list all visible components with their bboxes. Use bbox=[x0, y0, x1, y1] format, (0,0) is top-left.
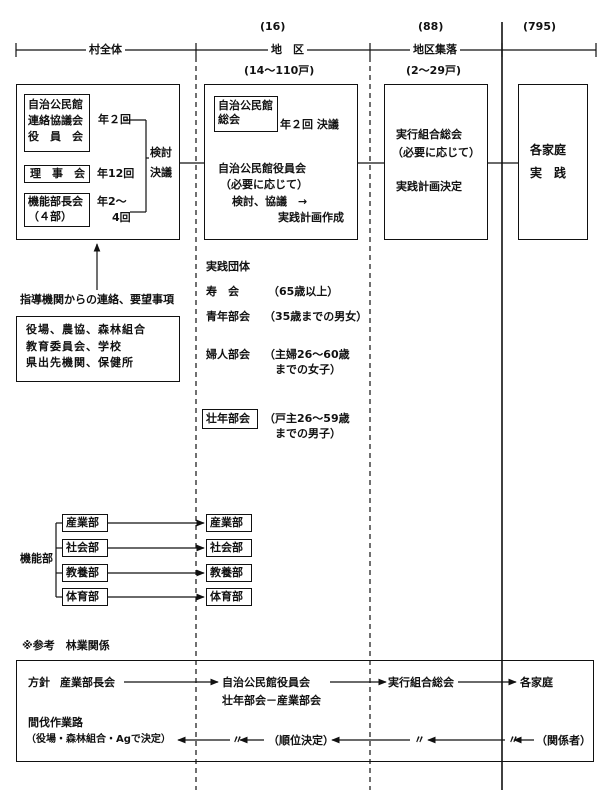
group-men-box bbox=[202, 409, 258, 429]
group-name-elderly: 寿 会 bbox=[206, 285, 239, 298]
general-meeting-box bbox=[214, 96, 278, 132]
count-settlement: (88) bbox=[418, 20, 444, 33]
ref-ranking: （順位決定） bbox=[268, 734, 334, 747]
decide: 決議 bbox=[150, 166, 172, 179]
household-box bbox=[518, 84, 588, 240]
label-district: 地 区 bbox=[268, 43, 307, 57]
village-dept-sports: 体育部 bbox=[66, 590, 99, 603]
ref-ditto-2: 〃 bbox=[414, 733, 425, 746]
board-box bbox=[24, 165, 90, 183]
ref-officers: 自治公民館役員会 bbox=[222, 676, 310, 689]
settlement-households: (2～29戸) bbox=[406, 64, 462, 77]
village-dept-culture: 教養部 bbox=[66, 566, 99, 579]
village-dept-industry: 産業部 bbox=[66, 516, 99, 529]
dept-freq-2: 4回 bbox=[112, 211, 131, 224]
group-desc-men: （戸主26～59歳 までの男子） bbox=[264, 412, 350, 440]
district-dept-culture-box bbox=[206, 564, 252, 582]
district-dept-sports-box bbox=[206, 588, 252, 606]
liaison-council-box bbox=[24, 94, 90, 152]
ref-policy-dept: 産業部長会 bbox=[60, 676, 115, 689]
group-name-men: 壮年部会 bbox=[206, 412, 250, 425]
group-desc-elderly: （65歳以上） bbox=[268, 285, 339, 298]
label-village: 村全体 bbox=[86, 43, 125, 57]
count-household: (795) bbox=[523, 20, 557, 33]
liaison-council: 自治公民館 連絡協議会 役 員 会 bbox=[28, 98, 83, 143]
district-dept-social: 社会部 bbox=[210, 541, 243, 554]
household-practice: 実 践 bbox=[530, 166, 567, 180]
dept-heads: 機能部長会 （４部） bbox=[28, 195, 83, 223]
village-dept-social: 社会部 bbox=[66, 541, 99, 554]
district-process: 検討、協議 → bbox=[232, 195, 308, 208]
groups-heading: 実践団体 bbox=[206, 260, 250, 273]
board: 理 事 会 bbox=[30, 167, 85, 180]
district-as-needed: （必要に応じて） bbox=[220, 178, 308, 191]
district-dept-industry: 産業部 bbox=[210, 516, 243, 529]
district-households: (14～110戸) bbox=[244, 64, 315, 77]
board-freq: 年12回 bbox=[97, 167, 135, 180]
functional-label: 機能部 bbox=[20, 552, 53, 565]
ref-households: 各家庭 bbox=[520, 676, 553, 689]
district-officers: 自治公民館役員会 bbox=[218, 162, 306, 175]
liaison-freq: 年２回 bbox=[98, 113, 131, 126]
agencies: 役場、農協、森林組合 教育委員会、学校 県出先機関、保健所 bbox=[26, 323, 146, 369]
dept-freq-1: 年2～ bbox=[97, 195, 127, 208]
count-district: (16) bbox=[260, 20, 286, 33]
ref-route-title: 間伐作業路 bbox=[28, 716, 83, 729]
reference-title: ※参考 林業関係 bbox=[22, 639, 110, 652]
group-desc-youth: （35歳までの男女） bbox=[264, 310, 368, 323]
village-dept-culture-box bbox=[62, 564, 108, 582]
general-meeting: 自治公民館 総会 bbox=[218, 99, 273, 127]
ref-ditto-1: 〃 bbox=[232, 733, 243, 746]
guidance-caption: 指導機関からの連絡、要望事項 bbox=[20, 293, 174, 306]
settlement-box bbox=[384, 84, 488, 240]
village-box bbox=[16, 84, 180, 240]
agencies-box bbox=[16, 316, 180, 382]
review: 検討 bbox=[150, 146, 172, 159]
district-dept-industry-box bbox=[206, 514, 252, 532]
settlement-exec-meeting: 実行組合総会 bbox=[396, 128, 462, 141]
ref-stakeholders: （関係者） bbox=[536, 734, 591, 747]
district-box bbox=[204, 84, 358, 240]
district-dept-social-box bbox=[206, 539, 252, 557]
village-dept-social-box bbox=[62, 539, 108, 557]
district-plan: 実践計画作成 bbox=[278, 211, 344, 224]
group-name-youth: 青年部会 bbox=[206, 310, 250, 323]
reference-box bbox=[16, 660, 594, 762]
settlement-as-needed: （必要に応じて） bbox=[392, 146, 480, 159]
ref-ditto-3: 〃 bbox=[508, 733, 519, 746]
district-dept-sports: 体育部 bbox=[210, 590, 243, 603]
district-dept-culture: 教養部 bbox=[210, 566, 243, 579]
ref-route-decision: （役場・森林組合・Agで決定） bbox=[26, 734, 171, 745]
ref-relation: 壮年部会－産業部会 bbox=[222, 694, 321, 707]
household-label: 各家庭 bbox=[530, 143, 567, 157]
general-freq: 年２回 決議 bbox=[280, 118, 339, 131]
village-dept-sports-box bbox=[62, 588, 108, 606]
ref-policy-label: 方針 bbox=[28, 676, 50, 689]
group-name-women: 婦人部会 bbox=[206, 348, 250, 361]
dept-heads-box bbox=[24, 193, 90, 227]
label-settlement: 地区集落 bbox=[410, 43, 460, 57]
ref-exec-meeting: 実行組合総会 bbox=[388, 676, 454, 689]
village-dept-industry-box bbox=[62, 514, 108, 532]
group-desc-women: （主婦26～60歳 までの女子） bbox=[264, 348, 350, 376]
settlement-plan-decision: 実践計画決定 bbox=[396, 180, 462, 193]
